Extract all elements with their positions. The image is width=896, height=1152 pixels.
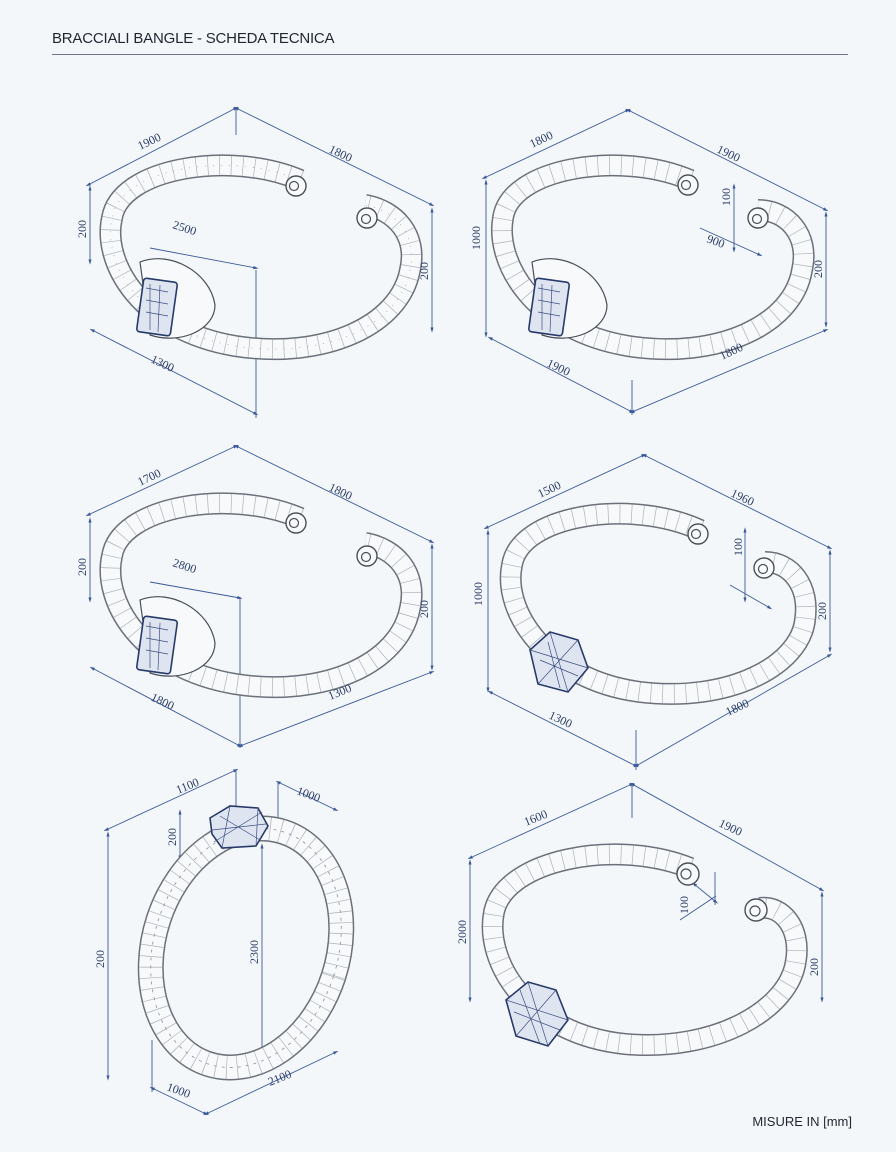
view-3-dimension-lines xyxy=(85,444,435,748)
view-6-bangle-drawing: 1600 1900 2000 100 200 xyxy=(455,782,825,1056)
view-6-label-right: 200 xyxy=(807,958,821,976)
view-5-label-left: 200 xyxy=(93,950,107,968)
units-note: MISURE IN [mm] xyxy=(752,1114,852,1129)
view-1-bangle xyxy=(99,154,423,361)
view-5-dimension-lines xyxy=(103,768,339,1116)
view-5-bangle-drawing: 1100 1000 200 200 2300 1000 2100 xyxy=(93,768,355,1116)
view-3-label-inner: 2800 xyxy=(171,556,198,577)
view-5-label-stone: 200 xyxy=(165,828,179,846)
view-2-bangle xyxy=(491,154,815,361)
view-3-label-bottom-left: 1800 xyxy=(149,690,177,713)
view-4-label-bottom-right: 1800 xyxy=(723,696,751,719)
header-divider xyxy=(52,54,848,55)
view-4-bangle xyxy=(499,502,817,705)
view-6-label-opening: 100 xyxy=(677,896,691,914)
view-4-label-right: 200 xyxy=(815,602,829,620)
view-3-bangle xyxy=(99,492,423,699)
view-6-label-top-left: 1600 xyxy=(522,807,549,829)
view-6-label-left: 2000 xyxy=(455,920,469,944)
view-1-label-top-right: 1800 xyxy=(327,142,355,165)
view-2-label-right: 200 xyxy=(811,260,825,278)
view-4-label-left: 1000 xyxy=(471,582,485,606)
view-5-label-bottom-left: 1000 xyxy=(165,1080,192,1101)
view-2-dimension-lines xyxy=(481,108,829,415)
view-3-label-right: 200 xyxy=(417,600,431,618)
view-2-label-top-right: 1900 xyxy=(715,142,743,165)
view-6-dimension-lines xyxy=(467,782,825,1003)
view-2-label-opening: 100 xyxy=(719,188,733,206)
view-5-label-top-right: 1000 xyxy=(295,784,322,805)
view-4-label-opening: 100 xyxy=(731,538,745,556)
view-1-label-left: 200 xyxy=(75,220,89,238)
view-2-bangle-drawing: 1800 1900 1000 100 900 200 1900 1800 xyxy=(469,108,829,415)
view-5-bangle xyxy=(137,805,355,1081)
view-2-label-left: 1000 xyxy=(469,226,483,250)
view-4-dimension-lines xyxy=(483,453,833,770)
view-6-bangle xyxy=(481,843,808,1056)
view-3-label-left: 200 xyxy=(75,558,89,576)
view-3-bangle-drawing: 1700 1800 200 2800 200 1800 1300 xyxy=(75,444,435,748)
page-title: BRACCIALI BANGLE - SCHEDA TECNICA xyxy=(52,30,335,47)
view-1-bangle-drawing: 1900 1800 200 2500 200 1300 xyxy=(75,106,435,418)
view-4-label-top-right: 1960 xyxy=(729,486,757,509)
view-2-label-top-left: 1800 xyxy=(527,128,555,151)
view-4-bangle-drawing: 1500 1960 1000 100 200 1300 1800 xyxy=(471,453,833,770)
view-5-label-top-left: 1100 xyxy=(174,775,201,797)
view-1-label-right: 200 xyxy=(417,262,431,280)
view-4-label-top-left: 1500 xyxy=(535,478,563,501)
view-2-label-bottom-left: 1900 xyxy=(545,356,573,379)
view-1-label-inner: 2500 xyxy=(171,218,198,239)
view-2-label-inner: 900 xyxy=(705,232,727,251)
view-3-label-top-left: 1700 xyxy=(135,466,163,489)
view-3-label-top-right: 1800 xyxy=(327,480,355,503)
view-6-label-top-right: 1900 xyxy=(717,816,745,839)
view-1-label-top-left: 1900 xyxy=(135,130,163,153)
view-5-label-inner: 2300 xyxy=(247,940,261,964)
